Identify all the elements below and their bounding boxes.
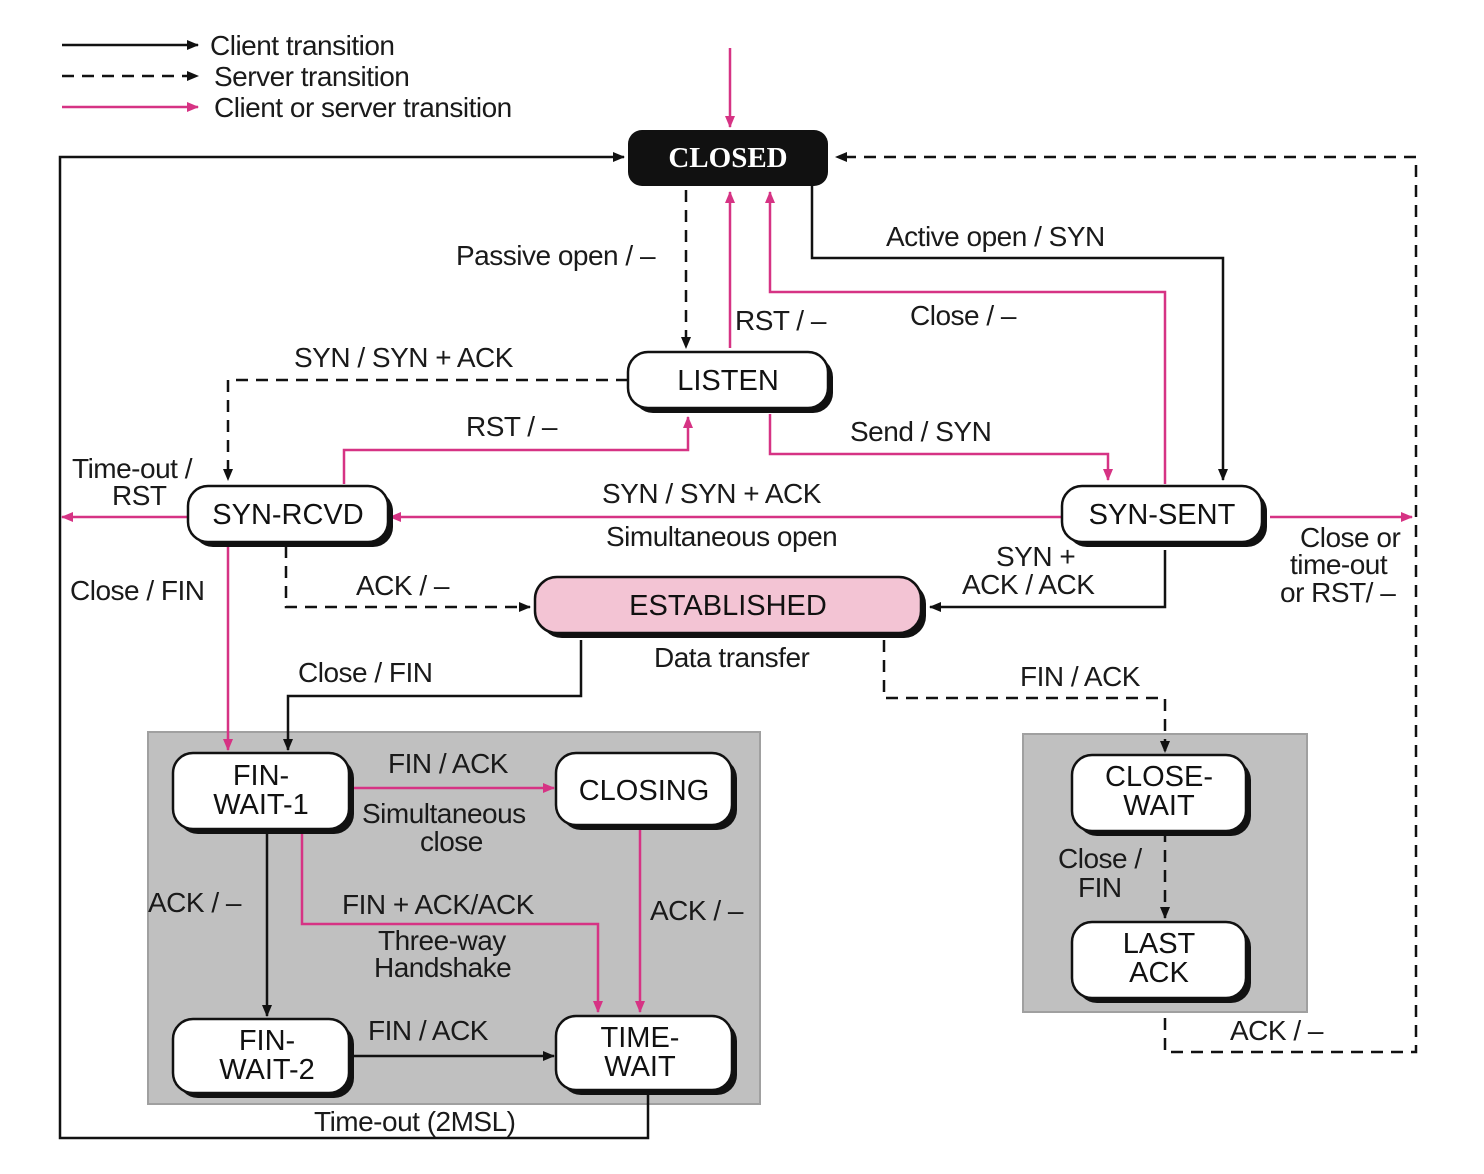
state-fin-wait-2-line1: FIN- <box>239 1025 295 1057</box>
state-syn-rcvd-label: SYN-RCVD <box>212 499 363 531</box>
fin-ack-established-arrow <box>882 640 1170 753</box>
label-timeout-rst-1: Time-out / <box>72 453 193 484</box>
ack-synrcvd-established-arrow <box>284 546 531 612</box>
legend-server-label: Server transition <box>214 61 409 92</box>
label-timeout-2msl: Time-out (2MSL) <box>314 1106 516 1137</box>
state-last-ack: LAST ACK <box>1070 920 1251 1003</box>
label-rst-listen-closed: RST / – <box>735 305 827 336</box>
state-time-wait-line2: WAIT <box>604 1051 676 1083</box>
state-close-wait: CLOSE- WAIT <box>1070 753 1251 836</box>
state-listen-label: LISTEN <box>677 365 779 397</box>
send-syn-arrow <box>768 414 1113 481</box>
state-closing: CLOSING <box>554 751 737 830</box>
label-simultaneous-open: Simultaneous open <box>606 521 837 552</box>
label-synack-ack-2: ACK / ACK <box>962 569 1095 600</box>
label-passive-open: Passive open / – <box>456 240 656 271</box>
label-active-open: Active open / SYN <box>886 221 1105 252</box>
label-syn-synack: SYN / SYN + ACK <box>294 342 514 373</box>
state-established: ESTABLISHED <box>533 575 926 638</box>
state-closed: CLOSED <box>628 130 828 186</box>
label-fin-ack-established: FIN / ACK <box>1020 661 1141 692</box>
state-close-wait-line1: CLOSE- <box>1105 761 1213 793</box>
label-close-fin-cw-1: Close / <box>1058 843 1142 874</box>
synack-ack-arrow <box>929 550 1167 612</box>
legend-client-label: Client transition <box>210 30 394 61</box>
label-ack-lastack: ACK / – <box>1230 1015 1324 1046</box>
label-close-fin-established: Close / FIN <box>298 657 433 688</box>
state-fin-wait-1: FIN- WAIT-1 <box>171 751 354 834</box>
state-closing-label: CLOSING <box>579 775 710 807</box>
syn-synack-arrow <box>223 378 628 481</box>
label-fin-ack-fw1: FIN / ACK <box>388 748 509 779</box>
state-fin-wait-2-line2: WAIT-2 <box>219 1054 315 1086</box>
state-time-wait: TIME- WAIT <box>554 1014 737 1095</box>
close-synsent-arrow <box>765 191 1167 484</box>
label-three-way-1: Three-way <box>378 925 506 956</box>
state-closed-label: CLOSED <box>668 142 787 174</box>
label-rst-synrcvd-listen: RST / – <box>466 411 558 442</box>
label-simultaneous-close-1: Simultaneous <box>362 798 526 829</box>
label-ack-synrcvd: ACK / – <box>356 570 450 601</box>
label-finack-ack: FIN + ACK/ACK <box>342 889 535 920</box>
close-fin-established-arrow <box>283 640 583 751</box>
state-syn-sent-label: SYN-SENT <box>1089 499 1236 531</box>
label-close-fin-left: Close / FIN <box>70 575 205 606</box>
label-timeout-rst-2: RST <box>112 480 167 511</box>
state-last-ack-line2: ACK <box>1129 957 1189 989</box>
label-close-synsent: Close / – <box>910 300 1017 331</box>
label-send-syn: Send / SYN <box>850 416 991 447</box>
state-listen: LISTEN <box>626 350 833 413</box>
label-close-timeout-2: time-out <box>1290 549 1388 580</box>
label-close-timeout-1: Close or <box>1300 522 1400 553</box>
label-synack-ack-1: SYN + <box>996 541 1075 572</box>
label-close-timeout-3: or RST/ – <box>1280 577 1396 608</box>
label-syn-synack-sim: SYN / SYN + ACK <box>602 478 822 509</box>
state-closed-box <box>628 130 828 186</box>
state-close-wait-line2: WAIT <box>1123 790 1195 822</box>
state-time-wait-line1: TIME- <box>601 1022 680 1054</box>
state-established-label: ESTABLISHED <box>629 590 827 622</box>
state-fin-wait-2: FIN- WAIT-2 <box>171 1017 354 1098</box>
timeout-2msl-arrow <box>58 152 650 1140</box>
label-data-transfer: Data transfer <box>654 642 810 673</box>
state-fin-wait-1-line1: FIN- <box>233 760 289 792</box>
active-open-arrow <box>810 186 1228 481</box>
label-simultaneous-close-2: close <box>420 826 483 857</box>
rst-synrcvd-listen-arrow <box>342 416 693 484</box>
finack-ack-timewait-arrow <box>300 830 603 1013</box>
ack-lastack-closed-arrow <box>835 152 1418 1054</box>
state-fin-wait-1-line2: WAIT-1 <box>213 789 309 821</box>
legend: Client transition Server transition Clie… <box>62 30 512 123</box>
state-syn-rcvd: SYN-RCVD <box>186 484 393 547</box>
label-ack-closing: ACK / – <box>650 895 744 926</box>
legend-both-label: Client or server transition <box>214 92 512 123</box>
label-three-way-2: Handshake <box>374 952 511 983</box>
state-syn-sent: SYN-SENT <box>1060 484 1267 547</box>
label-close-fin-cw-2: FIN <box>1078 872 1122 903</box>
label-ack-fw1: ACK / – <box>148 887 242 918</box>
state-last-ack-line1: LAST <box>1123 928 1196 960</box>
transitions <box>58 48 1418 1140</box>
label-fin-ack-fw2: FIN / ACK <box>368 1015 489 1046</box>
transition-labels: Passive open / – RST / – Active open / S… <box>70 221 1401 1137</box>
